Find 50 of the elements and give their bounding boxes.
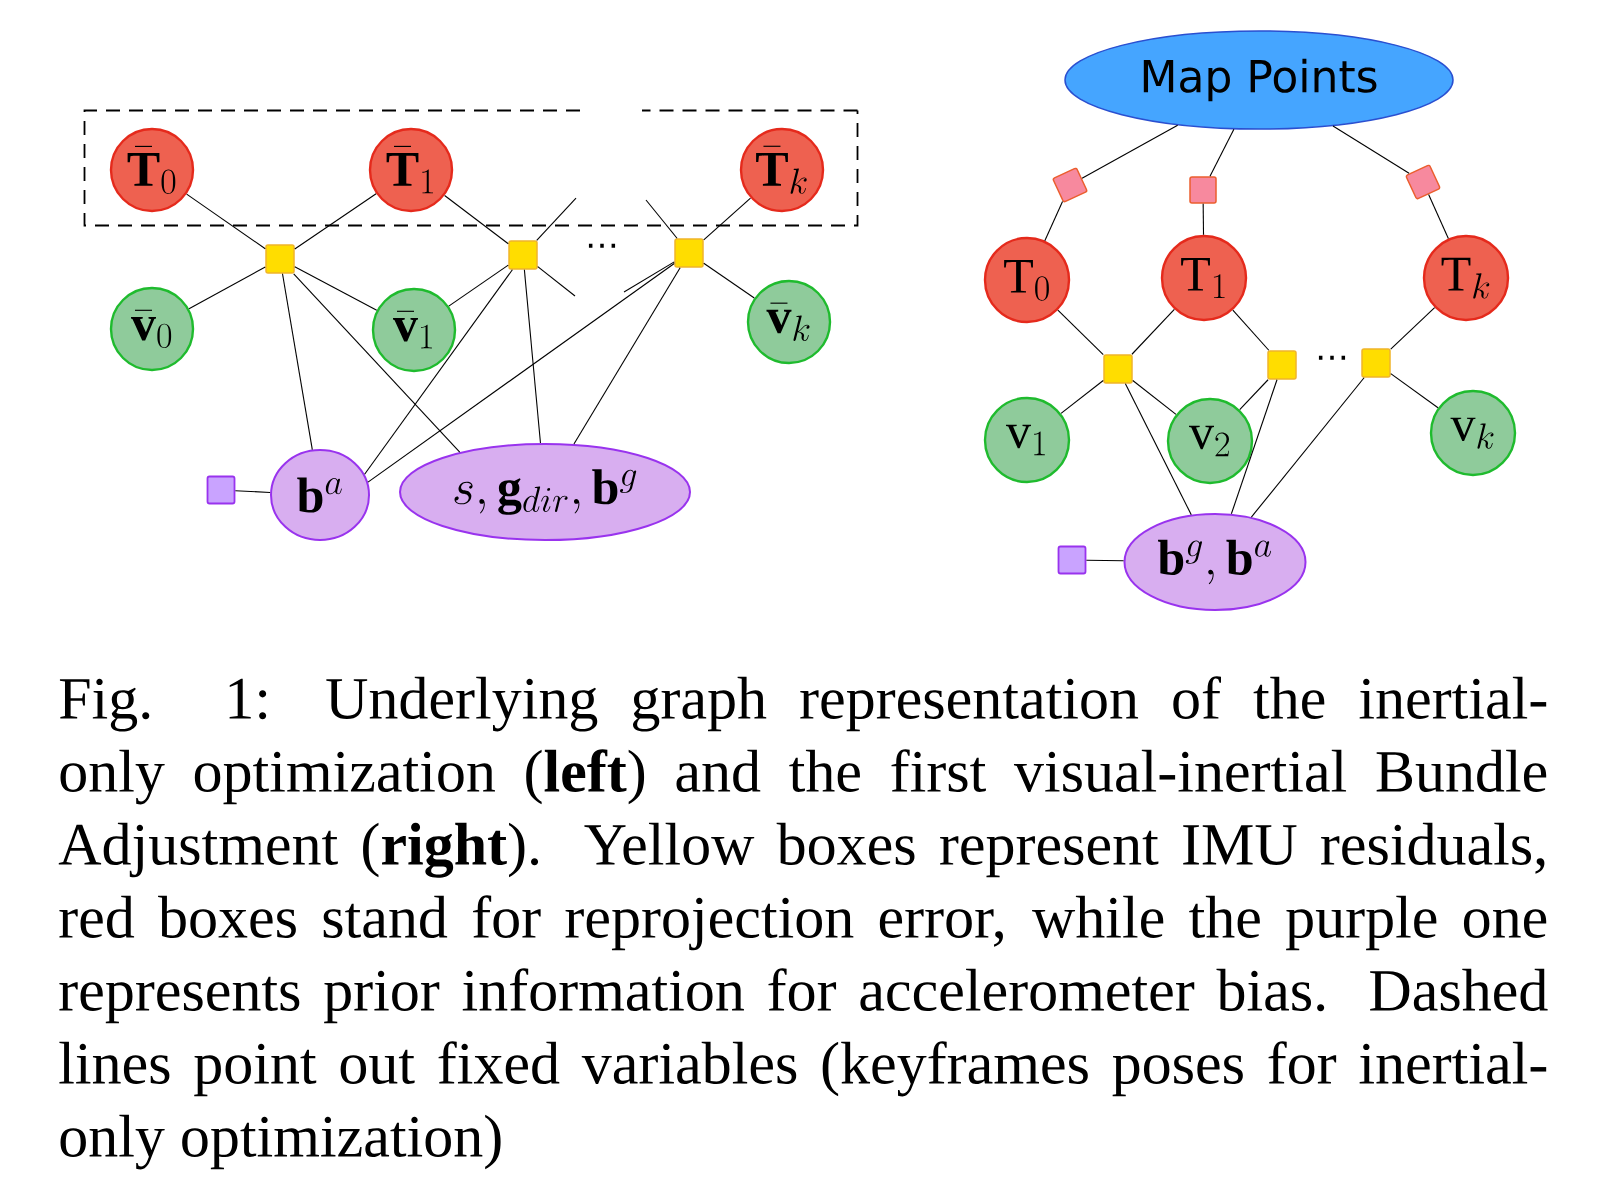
factor-square [1361, 348, 1391, 378]
edge-line [1390, 307, 1436, 350]
edge-line [1239, 379, 1269, 411]
edge-line [1209, 128, 1235, 177]
edge-line [1124, 383, 1192, 516]
edge-line [1131, 308, 1175, 355]
edge-line [1428, 194, 1449, 240]
factor-square [1267, 350, 1297, 380]
edge-line [623, 261, 675, 293]
factor-square [674, 238, 704, 268]
edge-line [1390, 373, 1439, 409]
edge-line [188, 266, 266, 310]
edge-line [1057, 309, 1104, 356]
edge-line [444, 194, 509, 245]
edge-line [1044, 200, 1064, 242]
edge-line [364, 269, 513, 475]
caption: Fig. 1: Underlying graph representation of the inertial-only optimization (left) and the first visual-inertial Bundle Adjustment (right). Yellow boxes represent IMU residuals, red boxes stand for reprojection error, while the purple one represents prior information for accelerometer bias. Dashed lines point out fixed variables (keyframes poses for inertial-only optimization) [58, 676, 1548, 1170]
edge-line [1202, 203, 1205, 236]
factor-square [1103, 354, 1133, 384]
edge-line [294, 193, 377, 250]
edge-line [294, 266, 378, 311]
ellipsis: ⋯ [1318, 355, 1346, 360]
edge-line [1230, 379, 1278, 515]
edge-line [1250, 377, 1365, 518]
edge-line [1132, 380, 1177, 415]
factor-square [1189, 176, 1217, 204]
factor-square [206, 475, 236, 505]
edge-line [523, 269, 541, 444]
edge-line [367, 262, 675, 483]
factor-square [508, 240, 538, 270]
edge-line [1332, 125, 1410, 174]
edge-line [536, 197, 577, 241]
edge-line [645, 199, 678, 239]
edge-line [703, 197, 752, 241]
edge-line [573, 267, 681, 445]
edge-line [186, 193, 266, 250]
edge-line [293, 273, 461, 453]
edge-line [703, 262, 755, 299]
factor-square [1057, 545, 1087, 575]
edge-line [448, 264, 509, 307]
factor-square [265, 244, 295, 274]
edge-line [1085, 559, 1125, 562]
edge-line [1060, 379, 1104, 414]
edge-line [1232, 309, 1270, 351]
edge-line [1081, 124, 1179, 179]
edge-line [234, 490, 271, 494]
edge-line [537, 266, 576, 297]
dashed-frame [83, 109, 859, 227]
ellipsis: ⋯ [588, 243, 616, 248]
edge-line [281, 273, 313, 451]
